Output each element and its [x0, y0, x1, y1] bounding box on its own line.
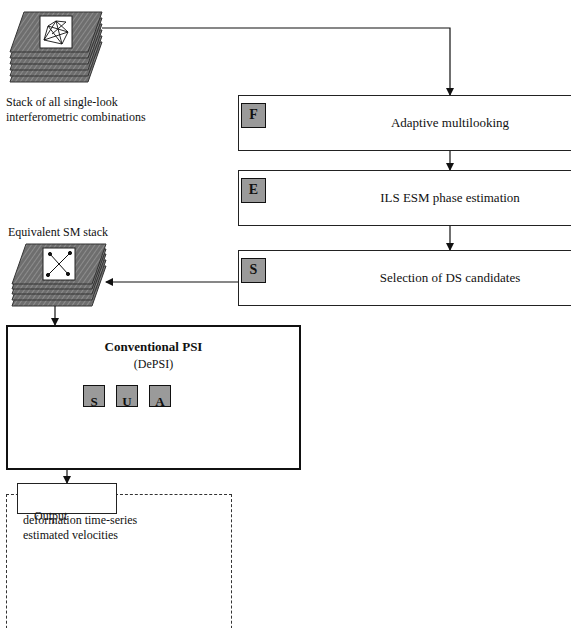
flow-arrow: [449, 151, 450, 170]
step-letter: F: [241, 103, 266, 128]
stack-node: Equivalent SM stack: [12, 244, 106, 306]
node-text: E: [242, 181, 265, 199]
node-text: Adaptive multilooking: [375, 115, 525, 132]
box-title: Conventional PSI: [8, 339, 299, 355]
step-letter: S: [241, 258, 266, 283]
process-box: Selection of DS candidates S: [238, 250, 571, 306]
node-text: F: [242, 106, 265, 124]
step-letter: U: [116, 385, 138, 407]
node-text: Output: [34, 509, 132, 524]
stack-icon: [10, 12, 102, 82]
output-region: deformation time-series estimated veloci…: [6, 494, 232, 628]
process-box: Conventional PSI (DePSI) S U A: [6, 325, 301, 470]
step-letter: S: [83, 385, 105, 407]
node-text: U: [122, 394, 131, 410]
stack-icon: [12, 244, 106, 306]
process-box: Adaptive multilooking F: [238, 95, 571, 151]
node-text: Equivalent SM stack: [8, 225, 188, 240]
node-text: S: [90, 394, 97, 410]
node-text: (DePSI): [8, 357, 299, 372]
stack-node: Stack of all single-look interferometric…: [10, 12, 102, 92]
flow-arrow: [54, 306, 55, 325]
step-letter: A: [149, 385, 171, 407]
step-letter: E: [241, 178, 266, 203]
node-text: Stack of all single-look interferometric…: [6, 95, 186, 125]
output-box: Output: [17, 483, 117, 514]
node-text: A: [155, 394, 164, 410]
flow-arrow: [449, 226, 450, 250]
node-text: ILS ESM phase estimation: [375, 190, 525, 207]
flow-arrow: [66, 470, 67, 483]
flow-arrow: [106, 281, 238, 282]
node-text: Selection of DS candidates: [375, 270, 525, 287]
flow-arrow: [102, 28, 450, 95]
node-text: S: [242, 261, 265, 279]
process-box: ILS ESM phase estimation E: [238, 170, 571, 226]
